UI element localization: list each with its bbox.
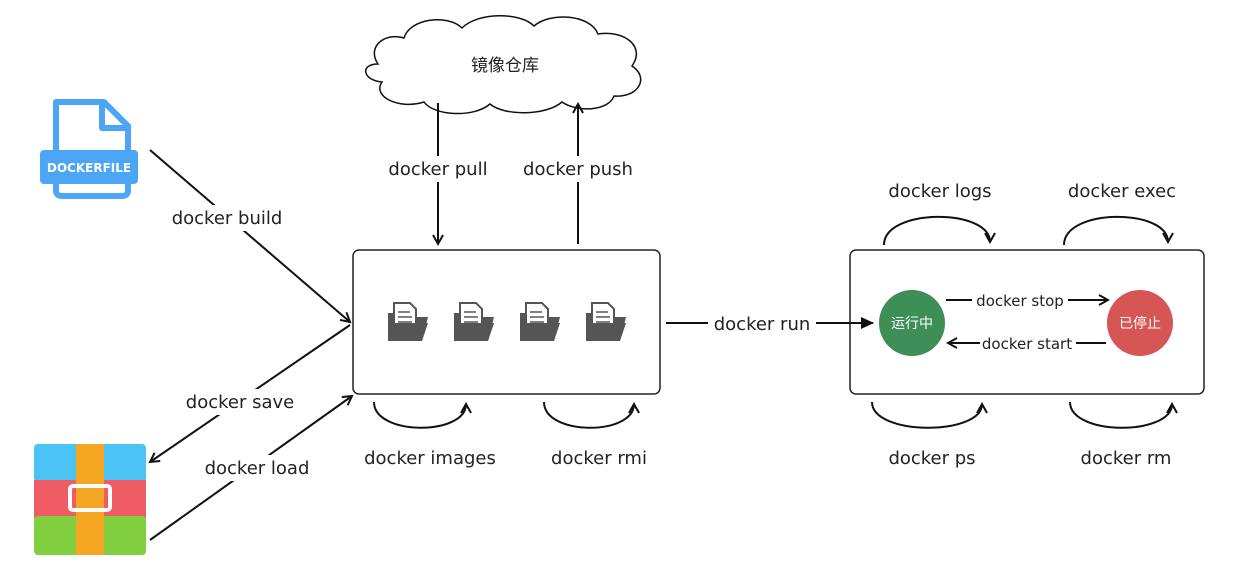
dockerfile-icon: DOCKERFILE bbox=[40, 99, 138, 199]
image-icons-group bbox=[388, 302, 626, 341]
images-loop-arrow bbox=[373, 401, 466, 429]
logs-loop-arrow bbox=[883, 215, 990, 246]
images-box bbox=[352, 249, 661, 395]
dockerfile-banner bbox=[40, 150, 138, 184]
docker-image-icon bbox=[388, 302, 428, 341]
registry-cloud: 镜像仓库 bbox=[365, 15, 642, 115]
stopped-state-label: 已停止 bbox=[1119, 315, 1161, 332]
running-state-label: 运行中 bbox=[891, 316, 933, 332]
docker-exec-label: docker exec bbox=[1068, 181, 1176, 202]
docker-load-label: docker load bbox=[205, 458, 310, 479]
ps-loop-arrow bbox=[871, 401, 982, 429]
docker-save-label: docker save bbox=[186, 392, 294, 413]
stopped-state-node bbox=[1107, 290, 1173, 356]
dockerfile-label: DOCKERFILE bbox=[47, 161, 131, 175]
exec-loop-arrow bbox=[1063, 215, 1168, 246]
docker-rmi-label: docker rmi bbox=[551, 448, 647, 469]
rmi-loop-arrow bbox=[543, 401, 634, 429]
docker-logs-label: docker logs bbox=[888, 181, 991, 202]
docker-stop-label: docker stop bbox=[976, 292, 1064, 310]
registry-label: 镜像仓库 bbox=[471, 56, 539, 76]
docker-images-label: docker images bbox=[364, 448, 496, 469]
running-state-node bbox=[879, 290, 945, 356]
docker-pull-label: docker pull bbox=[388, 159, 487, 180]
docker-image-icon bbox=[454, 302, 494, 341]
docker-build-label: docker build bbox=[172, 208, 283, 229]
docker-ps-label: docker ps bbox=[888, 448, 975, 469]
archive-icon bbox=[34, 444, 146, 555]
docker-run-label: docker run bbox=[714, 314, 811, 335]
docker-start-label: docker start bbox=[982, 335, 1072, 353]
docker-image-icon bbox=[520, 302, 560, 341]
docker-image-icon bbox=[586, 302, 626, 341]
build-arrow bbox=[149, 149, 350, 322]
rm-loop-arrow bbox=[1069, 401, 1172, 429]
docker-push-label: docker push bbox=[523, 159, 633, 180]
docker-rm-label: docker rm bbox=[1081, 448, 1172, 469]
